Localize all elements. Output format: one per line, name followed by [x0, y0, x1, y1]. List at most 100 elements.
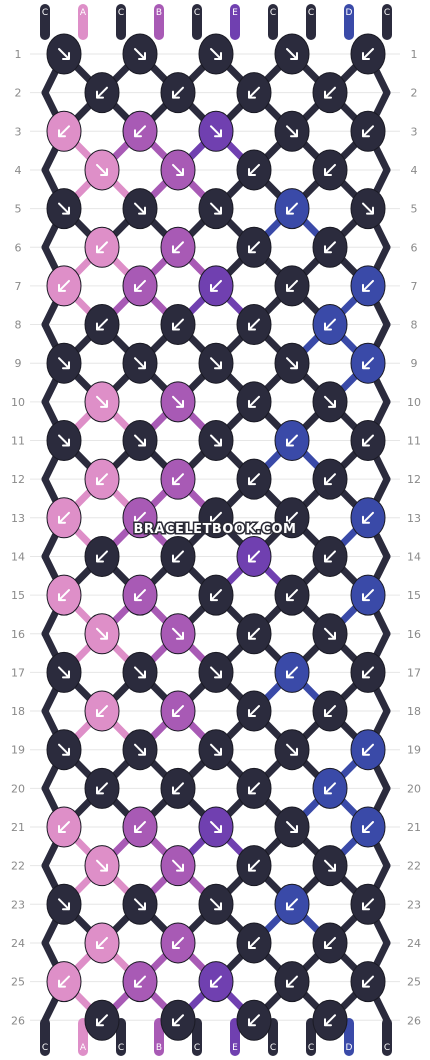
backward-knot-arrow-icon	[96, 782, 108, 795]
forward-knot-arrow-icon	[134, 898, 146, 911]
backward-knot-arrow-icon	[286, 434, 298, 447]
bottom-string	[382, 1018, 392, 1056]
forward-knot-arrow-icon	[96, 395, 108, 408]
backward-knot-arrow-icon	[362, 975, 374, 988]
backward-knot-arrow-icon	[362, 743, 374, 756]
backward-knot-arrow-icon	[248, 550, 260, 563]
backward-knot-arrow-icon	[286, 511, 298, 524]
forward-knot-arrow-icon	[134, 202, 146, 215]
knot	[274, 961, 310, 1003]
knot	[122, 729, 158, 771]
knot	[236, 535, 272, 577]
bottom-string-label: C	[308, 1043, 314, 1053]
bottom-string-label: B	[156, 1043, 162, 1053]
row-number-left: 4	[15, 164, 22, 177]
forward-knot-arrow-icon	[134, 48, 146, 60]
forward-knot-arrow-icon	[134, 743, 146, 756]
row-number-left: 12	[11, 473, 25, 486]
knot	[84, 72, 120, 114]
backward-knot-arrow-icon	[58, 279, 70, 292]
forward-knot-arrow-icon	[324, 395, 336, 408]
top-string-label: E	[232, 8, 238, 18]
top-string-label: C	[42, 8, 48, 18]
knot	[312, 381, 348, 423]
knot	[274, 497, 310, 539]
backward-knot-arrow-icon	[362, 666, 374, 679]
backward-knot-arrow-icon	[210, 589, 222, 602]
backward-knot-arrow-icon	[248, 705, 260, 718]
knot	[312, 690, 348, 732]
knot	[236, 381, 272, 423]
forward-knot-arrow-icon	[210, 821, 222, 833]
knot	[198, 110, 234, 152]
backward-knot-arrow-icon	[248, 163, 260, 176]
bottom-string-label: A	[80, 1043, 87, 1053]
backward-knot-arrow-icon	[96, 318, 108, 331]
row-number-right: 24	[407, 937, 421, 950]
forward-knot-arrow-icon	[210, 743, 222, 756]
forward-knot-arrow-icon	[58, 898, 70, 911]
knot	[122, 806, 158, 848]
backward-knot-arrow-icon	[210, 511, 222, 524]
row-number-left: 25	[11, 976, 25, 989]
backward-knot-arrow-icon	[172, 782, 184, 795]
bottom-string-label: C	[194, 1043, 200, 1053]
backward-knot-arrow-icon	[172, 550, 184, 563]
knot	[46, 342, 82, 384]
backward-knot-arrow-icon	[96, 705, 108, 718]
knot	[274, 33, 310, 75]
forward-knot-arrow-icon	[210, 202, 222, 215]
knot	[350, 883, 386, 925]
top-string	[268, 4, 278, 40]
row-number-left: 1	[15, 48, 22, 61]
backward-knot-arrow-icon	[58, 975, 70, 988]
bottom-string	[40, 1018, 50, 1056]
knot	[236, 922, 272, 964]
knot	[312, 845, 348, 887]
knot	[198, 883, 234, 925]
bottom-string-label: C	[270, 1043, 276, 1053]
knot	[350, 342, 386, 384]
backward-knot-arrow-icon	[286, 898, 298, 911]
backward-knot-arrow-icon	[324, 936, 336, 949]
forward-knot-arrow-icon	[172, 163, 184, 176]
knot	[84, 767, 120, 809]
backward-knot-arrow-icon	[134, 975, 146, 988]
knot	[46, 420, 82, 461]
top-string	[230, 4, 240, 40]
bottom-string	[230, 1018, 240, 1056]
knot	[350, 110, 386, 152]
knot	[198, 651, 234, 693]
backward-knot-arrow-icon	[210, 279, 222, 292]
row-number-right: 12	[407, 473, 421, 486]
knot	[84, 922, 120, 964]
forward-knot-arrow-icon	[96, 627, 108, 640]
knot	[46, 961, 82, 1003]
knot	[312, 922, 348, 964]
row-number-right: 2	[411, 87, 418, 100]
forward-knot-arrow-icon	[58, 48, 70, 60]
knot	[274, 420, 310, 461]
backward-knot-arrow-icon	[58, 821, 70, 833]
row-number-right: 11	[407, 435, 421, 448]
row-number-right: 3	[411, 125, 418, 138]
row-number-right: 8	[411, 319, 418, 332]
knot	[274, 265, 310, 307]
knot	[236, 845, 272, 887]
backward-knot-arrow-icon	[248, 1014, 260, 1027]
knot	[198, 729, 234, 771]
forward-knot-arrow-icon	[134, 357, 146, 370]
knot	[312, 226, 348, 268]
top-string-label: C	[194, 8, 200, 18]
bottom-string-label: C	[384, 1043, 390, 1053]
backward-knot-arrow-icon	[324, 86, 336, 99]
top-string-label: C	[270, 8, 276, 18]
row-number-left: 22	[11, 860, 25, 873]
backward-knot-arrow-icon	[362, 821, 374, 833]
backward-knot-arrow-icon	[362, 434, 374, 447]
knot	[236, 149, 272, 191]
knot	[350, 806, 386, 848]
knot	[46, 265, 82, 307]
knot	[122, 33, 158, 75]
backward-knot-arrow-icon	[248, 782, 260, 795]
